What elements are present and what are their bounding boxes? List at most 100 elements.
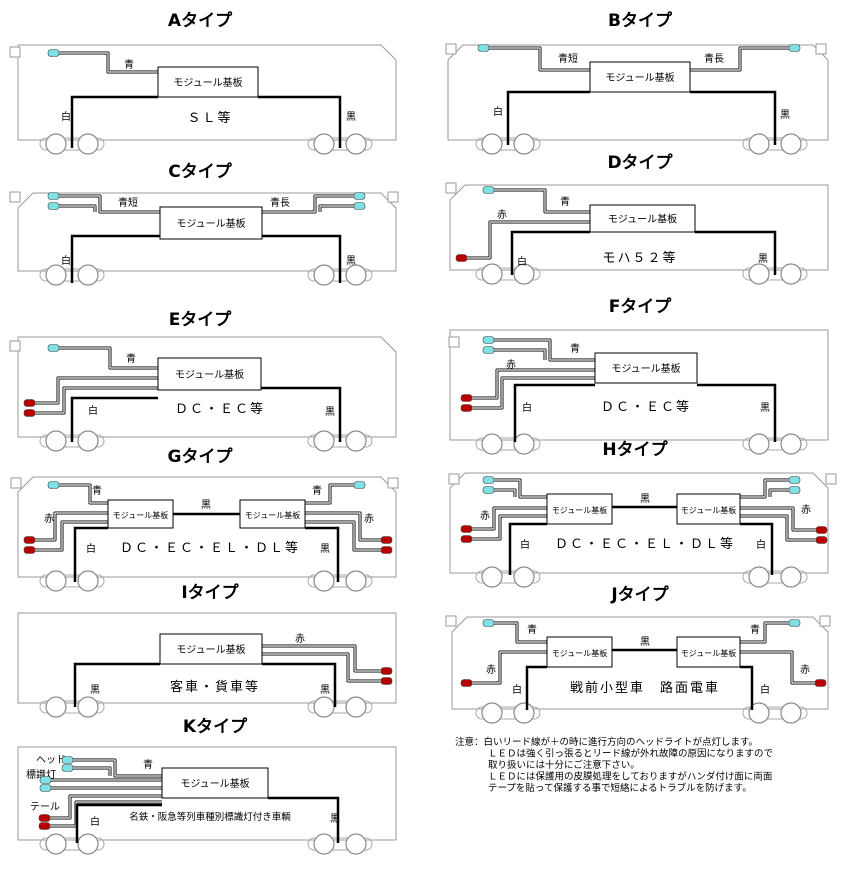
ground-wire — [70, 95, 158, 148]
module-board — [107, 499, 174, 529]
wire-label-head: ヘッド — [36, 755, 66, 766]
module-board-label: モジュール基板 — [175, 368, 244, 381]
wheel-icon — [748, 702, 770, 724]
lead-wire-core — [262, 653, 381, 682]
wheel-icon — [45, 696, 67, 718]
lead-wire — [262, 644, 381, 673]
lead-wire-core — [50, 795, 162, 819]
wheel-icon — [345, 264, 367, 286]
ground-wire — [740, 522, 774, 575]
lead-wire-core — [740, 507, 816, 531]
lead-wire-core — [319, 205, 354, 212]
led-icon — [47, 481, 60, 489]
module-board-label: モジュール基板 — [245, 510, 300, 520]
lead-wire — [59, 346, 158, 370]
ground-wire — [508, 522, 547, 575]
module-board — [157, 357, 262, 391]
led-icon — [23, 399, 36, 407]
bogie-frame — [475, 706, 541, 720]
wire-label-blue: 青 — [92, 484, 102, 497]
ground-wire — [258, 95, 342, 148]
wheel-icon — [780, 566, 802, 588]
panel-caption: ＤＣ・ＥＣ・ＥＬ・ＤＬ等 — [120, 540, 300, 556]
module-board — [676, 636, 741, 668]
lead-wire-core — [59, 52, 158, 73]
wire-label-blue: 青 — [527, 623, 537, 636]
module-board-label: モジュール基板 — [113, 510, 168, 520]
wheel-icon — [481, 702, 503, 724]
wheel-icon — [481, 433, 503, 455]
car-body-outline — [449, 472, 829, 574]
ground-wire — [73, 526, 108, 582]
bogie-frame — [39, 700, 105, 714]
wheel-icon — [513, 702, 535, 724]
wire-label-red: 赤 — [506, 359, 516, 371]
wheel-icon — [748, 133, 770, 155]
lead-wire-core — [472, 377, 595, 409]
panel-caption: ＤＣ・ＥＣ・ＥＬ・ＤＬ等 — [555, 536, 735, 552]
wire-label-blue: 青 — [143, 758, 153, 771]
ground-wire — [70, 234, 160, 283]
led-icon — [61, 756, 74, 764]
wire-label-white: 白 — [522, 401, 532, 414]
corner-marker — [387, 477, 399, 489]
ground-wire — [510, 230, 590, 275]
note-line: ＬＥＤには保護用の皮膜処理をしておりますがハンダ付け面に両面 — [488, 771, 772, 783]
wheel-icon — [77, 696, 99, 718]
module-board-label: モジュール基板 — [173, 76, 242, 89]
wire-label-black: 黒 — [758, 253, 768, 265]
car-body-outline — [449, 184, 829, 271]
ground-wire — [506, 90, 590, 145]
panel-caption: ＤＣ・ＥＣ等 — [175, 401, 265, 417]
lead-wire-core — [35, 377, 158, 404]
wheel-icon — [780, 702, 802, 724]
car-body-outline — [451, 616, 829, 710]
wire-label-white: 白 — [512, 683, 522, 696]
module-board-label: モジュール基板 — [608, 213, 677, 226]
wire-label-blue: 青 — [126, 352, 136, 365]
lead-wire — [768, 488, 789, 497]
note-line: ＬＥＤは強く引っ張るとリード線が外れ故障の原因になりますので — [488, 748, 773, 760]
wheel-icon — [313, 696, 335, 718]
wire-label-black: 黒 — [640, 636, 650, 648]
wheel-icon — [345, 133, 367, 155]
module-board — [239, 499, 306, 529]
car-body-outline — [447, 44, 829, 141]
module-board-label: モジュール基板 — [552, 505, 607, 515]
ground-wire — [695, 230, 777, 275]
panel-caption: モハ５２等 — [602, 250, 677, 266]
note-line: 取り扱いには十分にご注意下さい。 — [488, 759, 640, 771]
wheel-icon — [45, 133, 67, 155]
led-icon — [482, 186, 495, 194]
note-line: テープを貼って保護する事で短絡によるトラブルを防げます。 — [488, 782, 752, 794]
corner-marker — [819, 615, 831, 627]
wire-label-black: 黒 — [346, 111, 356, 123]
corner-marker — [448, 336, 460, 348]
wheel-icon — [45, 430, 67, 452]
module-board — [161, 767, 269, 799]
wheel-icon — [345, 570, 367, 592]
corner-marker — [445, 43, 457, 55]
lead-wire — [494, 188, 590, 214]
bogie-frame — [475, 267, 541, 281]
led-icon — [460, 525, 473, 533]
car-body-outline — [17, 476, 397, 578]
module-board — [546, 636, 613, 668]
wheel-icon — [513, 566, 535, 588]
wire-label-blue-long: 青長 — [270, 196, 290, 209]
lead-wire-core — [305, 512, 381, 541]
panel-d: Dタイプ青赤モジュール基板白黒モハ５２等 — [445, 152, 829, 285]
module-board-label: モジュール基板 — [681, 505, 736, 515]
wheel-icon — [513, 263, 535, 285]
lead-wire — [305, 520, 381, 552]
wheel-icon — [481, 133, 503, 155]
wire-label-white: 白 — [61, 254, 71, 267]
lead-wire — [59, 194, 160, 214]
lead-wire-core — [467, 221, 590, 259]
led-icon — [460, 535, 473, 543]
led-icon — [482, 476, 495, 484]
car-body-outline — [449, 329, 829, 441]
